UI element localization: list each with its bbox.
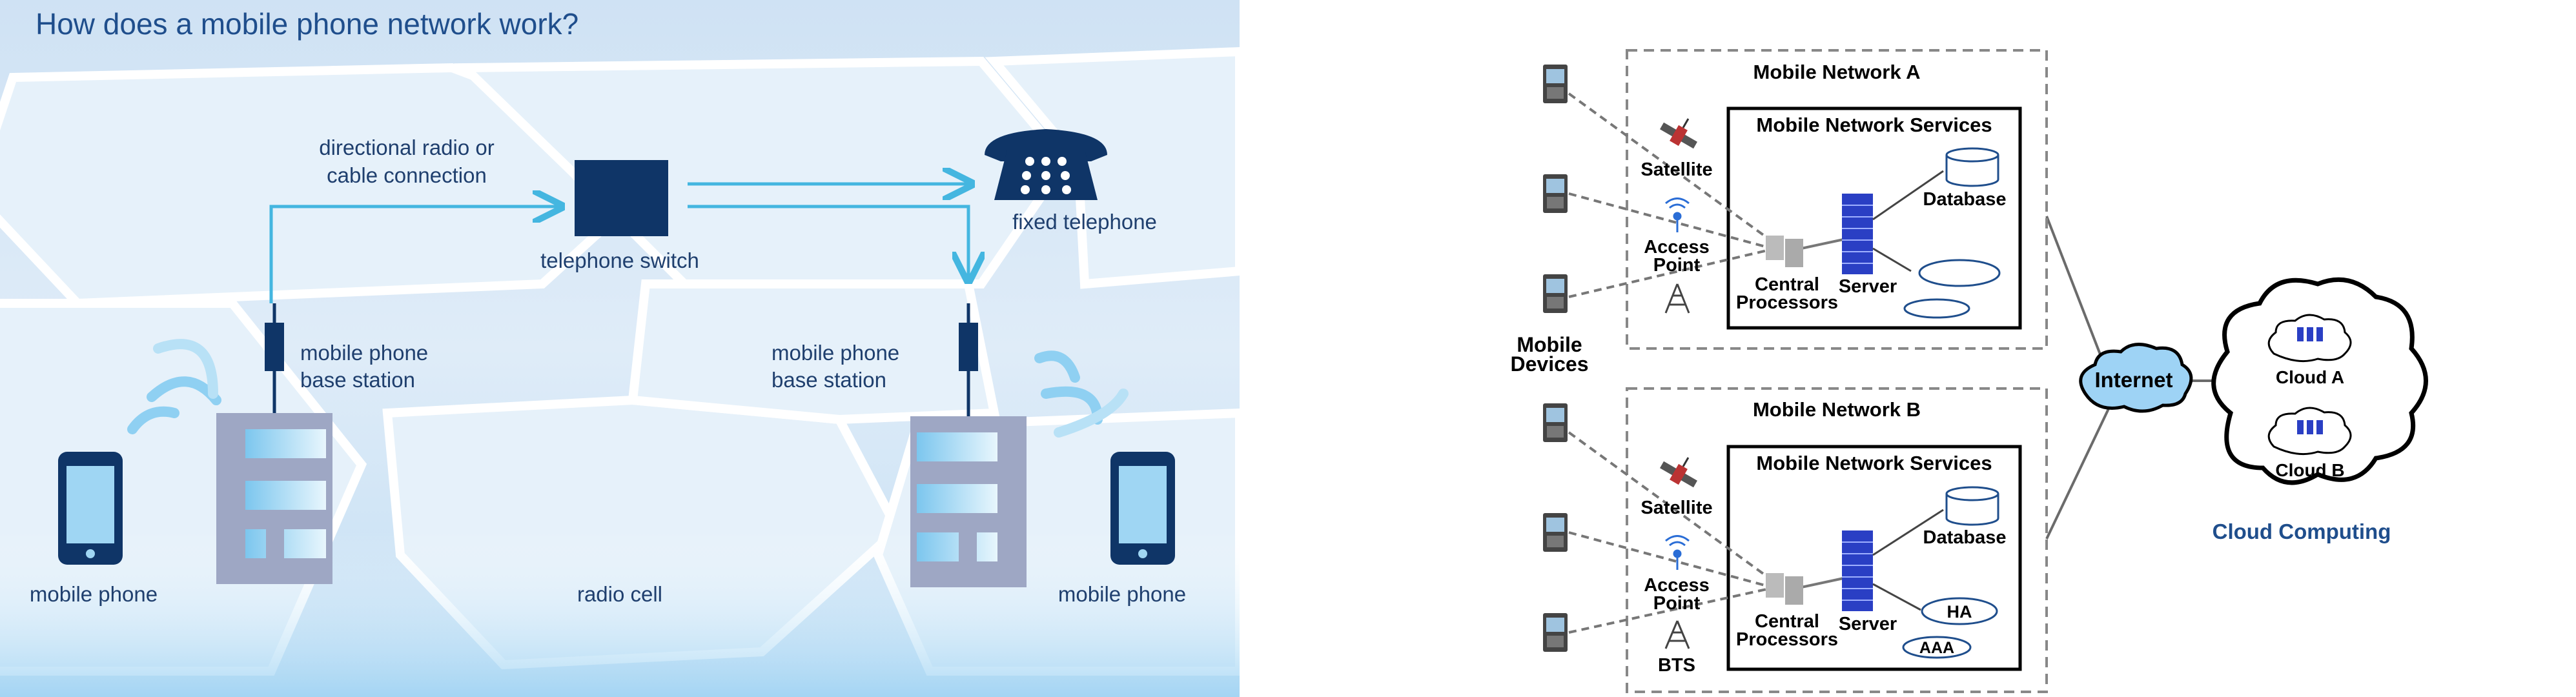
network-b-services-title: Mobile Network Services [1756, 452, 1992, 474]
right-signal-waves-icon [1034, 350, 1129, 438]
switch-label: telephone switch [540, 248, 699, 272]
network-b-ha-ellipse [1921, 597, 1998, 625]
network-b-processor-server-link [1801, 576, 1847, 589]
left-base-station [127, 303, 332, 584]
base-station-left-line2: base station [300, 368, 415, 392]
network-a-server-links [1872, 170, 1944, 272]
network-a: Mobile Network A Mobile Network Services… [1568, 49, 2048, 350]
tower-icon [1664, 283, 1690, 314]
network-b-services-box [1726, 445, 2022, 671]
network-b-central-line1: Central [1755, 611, 1819, 632]
network-a-boundary [1626, 49, 2048, 350]
phone-right-label: mobile phone [1058, 582, 1186, 606]
cloud-a-icon [2267, 314, 2352, 363]
device-icon [1543, 174, 1568, 213]
base-station-right-line2: base station [772, 368, 886, 392]
satellite-icon [1660, 457, 1697, 488]
mobile-devices-label-line1: Mobile [1517, 333, 1582, 356]
network-a-services-title: Mobile Network Services [1756, 114, 1992, 136]
network-a-database-label: Database [1923, 189, 2007, 210]
network-b-title: Mobile Network B [1753, 398, 1921, 421]
left-antenna-icon [265, 323, 284, 371]
network-b-access-point-line1: Access [1644, 575, 1710, 596]
network-b-boundary [1626, 387, 2048, 693]
network-b-ha-label: HA [1947, 602, 1972, 621]
network-b-central-line2: Processors [1736, 629, 1838, 650]
database-icon [1945, 147, 1999, 187]
cloud-a-label: Cloud A [2276, 367, 2344, 387]
network-a-central-line2: Processors [1736, 292, 1838, 313]
network-b: Mobile Network B Mobile Network Services… [1568, 387, 2048, 693]
switch-links [269, 184, 968, 303]
telephone-switch-icon [575, 160, 668, 236]
base-station-left-line1: mobile phone [300, 341, 428, 365]
right-panel: Mobile Devices Mobile Network A Mobile N… [1511, 49, 2428, 693]
left-building-icon [216, 413, 332, 584]
central-processors-icon [1766, 573, 1803, 605]
mobile-devices [1543, 65, 1568, 652]
cloud-computing-label: Cloud Computing [2213, 520, 2391, 543]
bottom-glow [0, 529, 1240, 697]
left-panel: How does a mobile phone network work? di… [0, 0, 1244, 697]
network-b-aaa-ellipse [1902, 636, 1972, 659]
network-b-bts-label: BTS [1658, 655, 1695, 676]
satellite-icon [1660, 118, 1697, 149]
radio-link-label-line1: directional radio or [319, 136, 494, 159]
cloud-b-label: Cloud B [2275, 460, 2344, 480]
right-building-icon [910, 416, 1027, 587]
access-point-icon [1665, 197, 1690, 232]
network-b-server-label: Server [1839, 614, 1897, 634]
cloud-computing-icon [2211, 277, 2428, 485]
right-antenna-icon [959, 323, 978, 371]
network-a-unlabeled-service-2 [1903, 298, 1970, 319]
radio-cell-label: radio cell [577, 582, 662, 606]
right-mobile-phone-icon [1110, 452, 1175, 565]
network-a-processor-server-link [1801, 237, 1847, 250]
network-a-title: Mobile Network A [1753, 61, 1921, 83]
network-a-access-point-line2: Point [1653, 255, 1701, 276]
device-icon [1543, 513, 1568, 552]
server-icon [1842, 194, 1873, 274]
network-b-access-point-line2: Point [1653, 593, 1701, 614]
phone-left-label: mobile phone [30, 582, 158, 606]
central-processors-icon [1766, 236, 1803, 267]
fixed-telephone-icon [985, 129, 1107, 200]
network-b-device-links [1568, 431, 1783, 634]
internet-cloud-icon [2079, 343, 2193, 413]
right-base-station [910, 303, 1129, 587]
left-mobile-phone-icon [58, 452, 123, 565]
device-icon [1543, 613, 1568, 652]
device-icon [1543, 403, 1568, 442]
link-to-right-station [688, 205, 968, 278]
network-a-unlabeled-service [1918, 259, 2001, 287]
bts-tower-icon [1664, 620, 1690, 649]
network-b-aaa-label: AAA [1919, 639, 1954, 657]
internet-label: Internet [2094, 368, 2172, 392]
network-a-server-label: Server [1839, 276, 1897, 297]
network-b-server-links [1872, 509, 1944, 611]
network-b-satellite-label: Satellite [1641, 498, 1712, 518]
device-icon [1543, 65, 1568, 103]
mobile-devices-label-line2: Devices [1511, 352, 1589, 376]
left-link-line [269, 207, 558, 303]
database-icon [1945, 486, 1999, 526]
base-station-right-line1: mobile phone [772, 341, 899, 365]
fixed-phone-label: fixed telephone [1012, 210, 1157, 234]
left-signal-waves-icon [127, 339, 221, 434]
network-a-central-line1: Central [1755, 274, 1819, 295]
device-icon [1543, 274, 1568, 313]
cloud-b-icon [2267, 407, 2352, 456]
network-a-satellite-label: Satellite [1641, 159, 1712, 180]
radio-link-label-line2: cable connection [327, 163, 487, 187]
network-a-device-links [1568, 92, 1783, 298]
network-b-database-label: Database [1923, 527, 2007, 548]
access-point-icon [1665, 535, 1690, 570]
network-a-access-point-line1: Access [1644, 237, 1710, 258]
server-icon [1842, 530, 1873, 611]
page-title: How does a mobile phone network work? [36, 7, 578, 41]
